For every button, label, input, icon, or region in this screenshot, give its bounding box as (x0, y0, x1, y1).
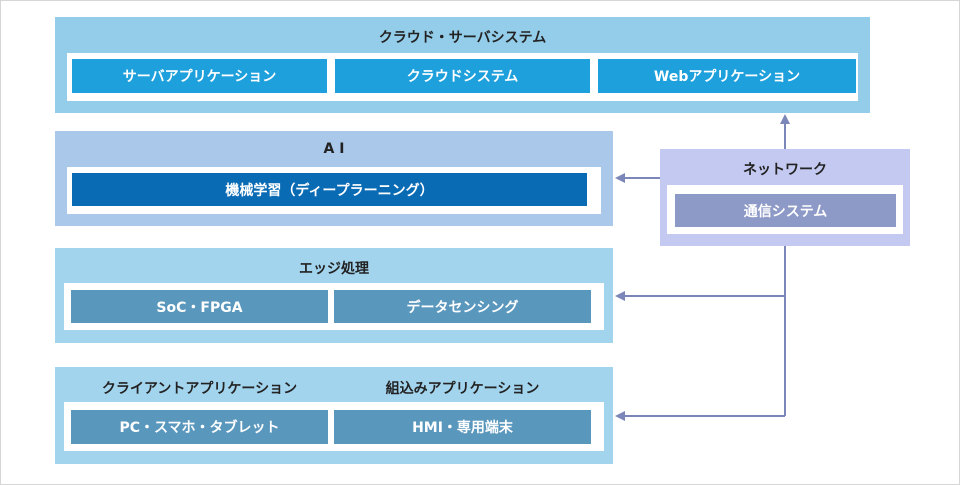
network-title: ネットワーク (743, 162, 827, 178)
hmi-dedicated-terminal-box: HMI・専用端末 (334, 410, 591, 444)
ai-title: A I (323, 141, 345, 157)
network-panel: ネットワーク 通信システム (660, 149, 910, 246)
edge-panel: エッジ処理 SoC・FPGA データセンシング (55, 248, 613, 343)
edge-title: エッジ処理 (299, 261, 369, 277)
ai-panel: A I 機械学習（ディープラーニング） (55, 131, 613, 226)
cloud-server-title: クラウド・サーバシステム (378, 30, 547, 46)
pc-smartphone-tablet-box: PC・スマホ・タブレット (71, 410, 328, 444)
client-application-title: クライアントアプリケーション (101, 381, 298, 397)
client-panel: クライアントアプリケーション 組込みアプリケーション PC・スマホ・タブレット … (55, 367, 613, 464)
communication-system-box: 通信システム (675, 194, 896, 227)
data-sensing-box: データセンシング (334, 290, 591, 323)
cloud-system-box: クラウドシステム (335, 59, 590, 93)
cloud-server-panel: クラウド・サーバシステム サーバアプリケーション クラウドシステム Webアプリ… (55, 17, 870, 113)
soc-fpga-box: SoC・FPGA (71, 290, 328, 323)
machine-learning-box: 機械学習（ディープラーニング） (72, 173, 587, 206)
server-application-box: サーバアプリケーション (72, 59, 327, 93)
web-application-box: Webアプリケーション (598, 59, 856, 93)
embedded-application-title: 組込みアプリケーション (385, 381, 540, 397)
